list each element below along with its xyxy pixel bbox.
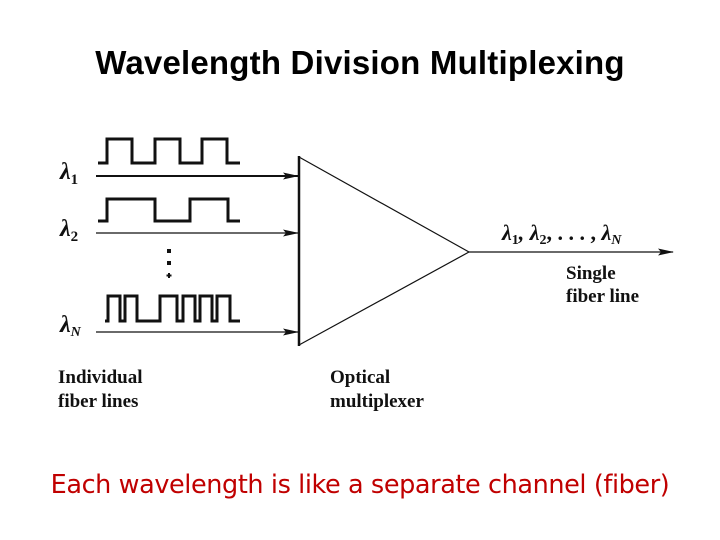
lambda-1-label: λ1 bbox=[59, 159, 78, 188]
slide-title: Wavelength Division Multiplexing bbox=[95, 44, 625, 81]
output-wavelengths-label: λ1, λ2, . . . , λN bbox=[501, 220, 622, 248]
lambda-1-waveform bbox=[98, 137, 240, 165]
input-channel-2: λ2 bbox=[59, 197, 299, 245]
optical-multiplexer bbox=[297, 156, 470, 346]
lambda-2-label: λ2 bbox=[59, 216, 78, 245]
lambda-n-label: λN bbox=[59, 312, 82, 340]
input-channel-1: λ1 bbox=[59, 137, 299, 188]
input-channel-n: λN bbox=[59, 294, 299, 340]
individual-fiber-lines-label: Individual fiber lines bbox=[58, 367, 147, 412]
ellipsis-dots bbox=[166, 249, 172, 278]
single-fiber-line-label: Single fiber line bbox=[566, 263, 639, 307]
lambda-n-waveform bbox=[105, 294, 240, 323]
optical-multiplexer-label: Optical multiplexer bbox=[330, 367, 424, 412]
lambda-2-waveform bbox=[98, 197, 240, 223]
slide-caption: Each wavelength is like a separate chann… bbox=[50, 470, 670, 500]
